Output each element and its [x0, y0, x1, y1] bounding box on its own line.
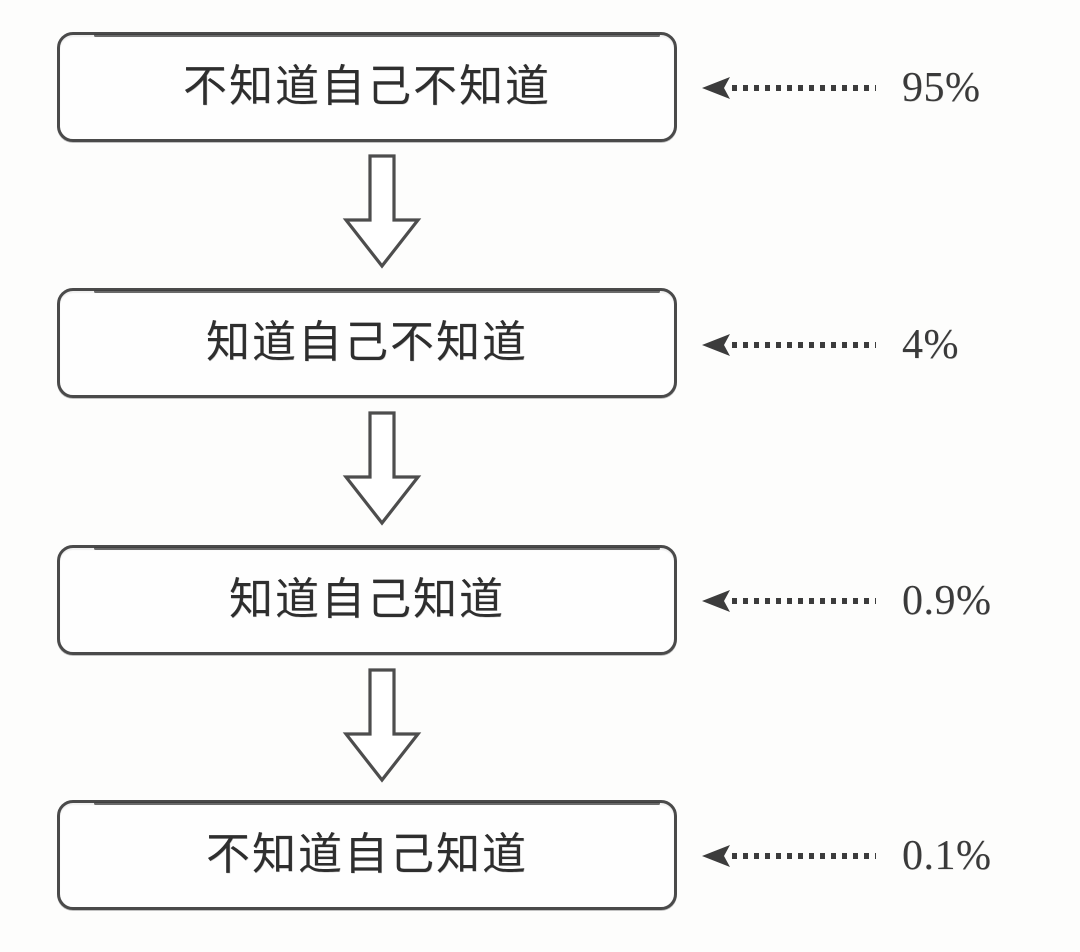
down-block-arrow-icon [340, 666, 424, 786]
process-box-stage-2[interactable]: 知道自己不知道 [57, 288, 677, 398]
annotation-row-stage-2: 4% [700, 315, 1060, 375]
process-box-label: 知道自己知道 [229, 574, 505, 625]
dotted-arrow-left-icon [700, 75, 880, 101]
process-box-stage-4[interactable]: 不知道自己知道 [57, 800, 677, 910]
percentage-label: 0.9% [902, 578, 992, 624]
percentage-label: 0.1% [902, 833, 992, 879]
process-box-label: 不知道自己不知道 [183, 61, 551, 112]
dotted-arrow-left-icon [700, 332, 880, 358]
annotation-row-stage-4: 0.1% [700, 826, 1060, 886]
annotation-row-stage-1: 95% [700, 58, 1060, 118]
process-box-label: 知道自己不知道 [206, 317, 528, 368]
down-block-arrow-icon [340, 409, 424, 529]
process-box-stage-1[interactable]: 不知道自己不知道 [57, 32, 677, 142]
down-block-arrow-icon [340, 152, 424, 272]
annotation-row-stage-3: 0.9% [700, 571, 1060, 631]
percentage-label: 4% [902, 322, 959, 368]
process-box-stage-3[interactable]: 知道自己知道 [57, 545, 677, 655]
dotted-arrow-left-icon [700, 588, 880, 614]
process-box-label: 不知道自己知道 [206, 829, 528, 880]
dotted-arrow-left-icon [700, 843, 880, 869]
percentage-label: 95% [902, 65, 981, 111]
